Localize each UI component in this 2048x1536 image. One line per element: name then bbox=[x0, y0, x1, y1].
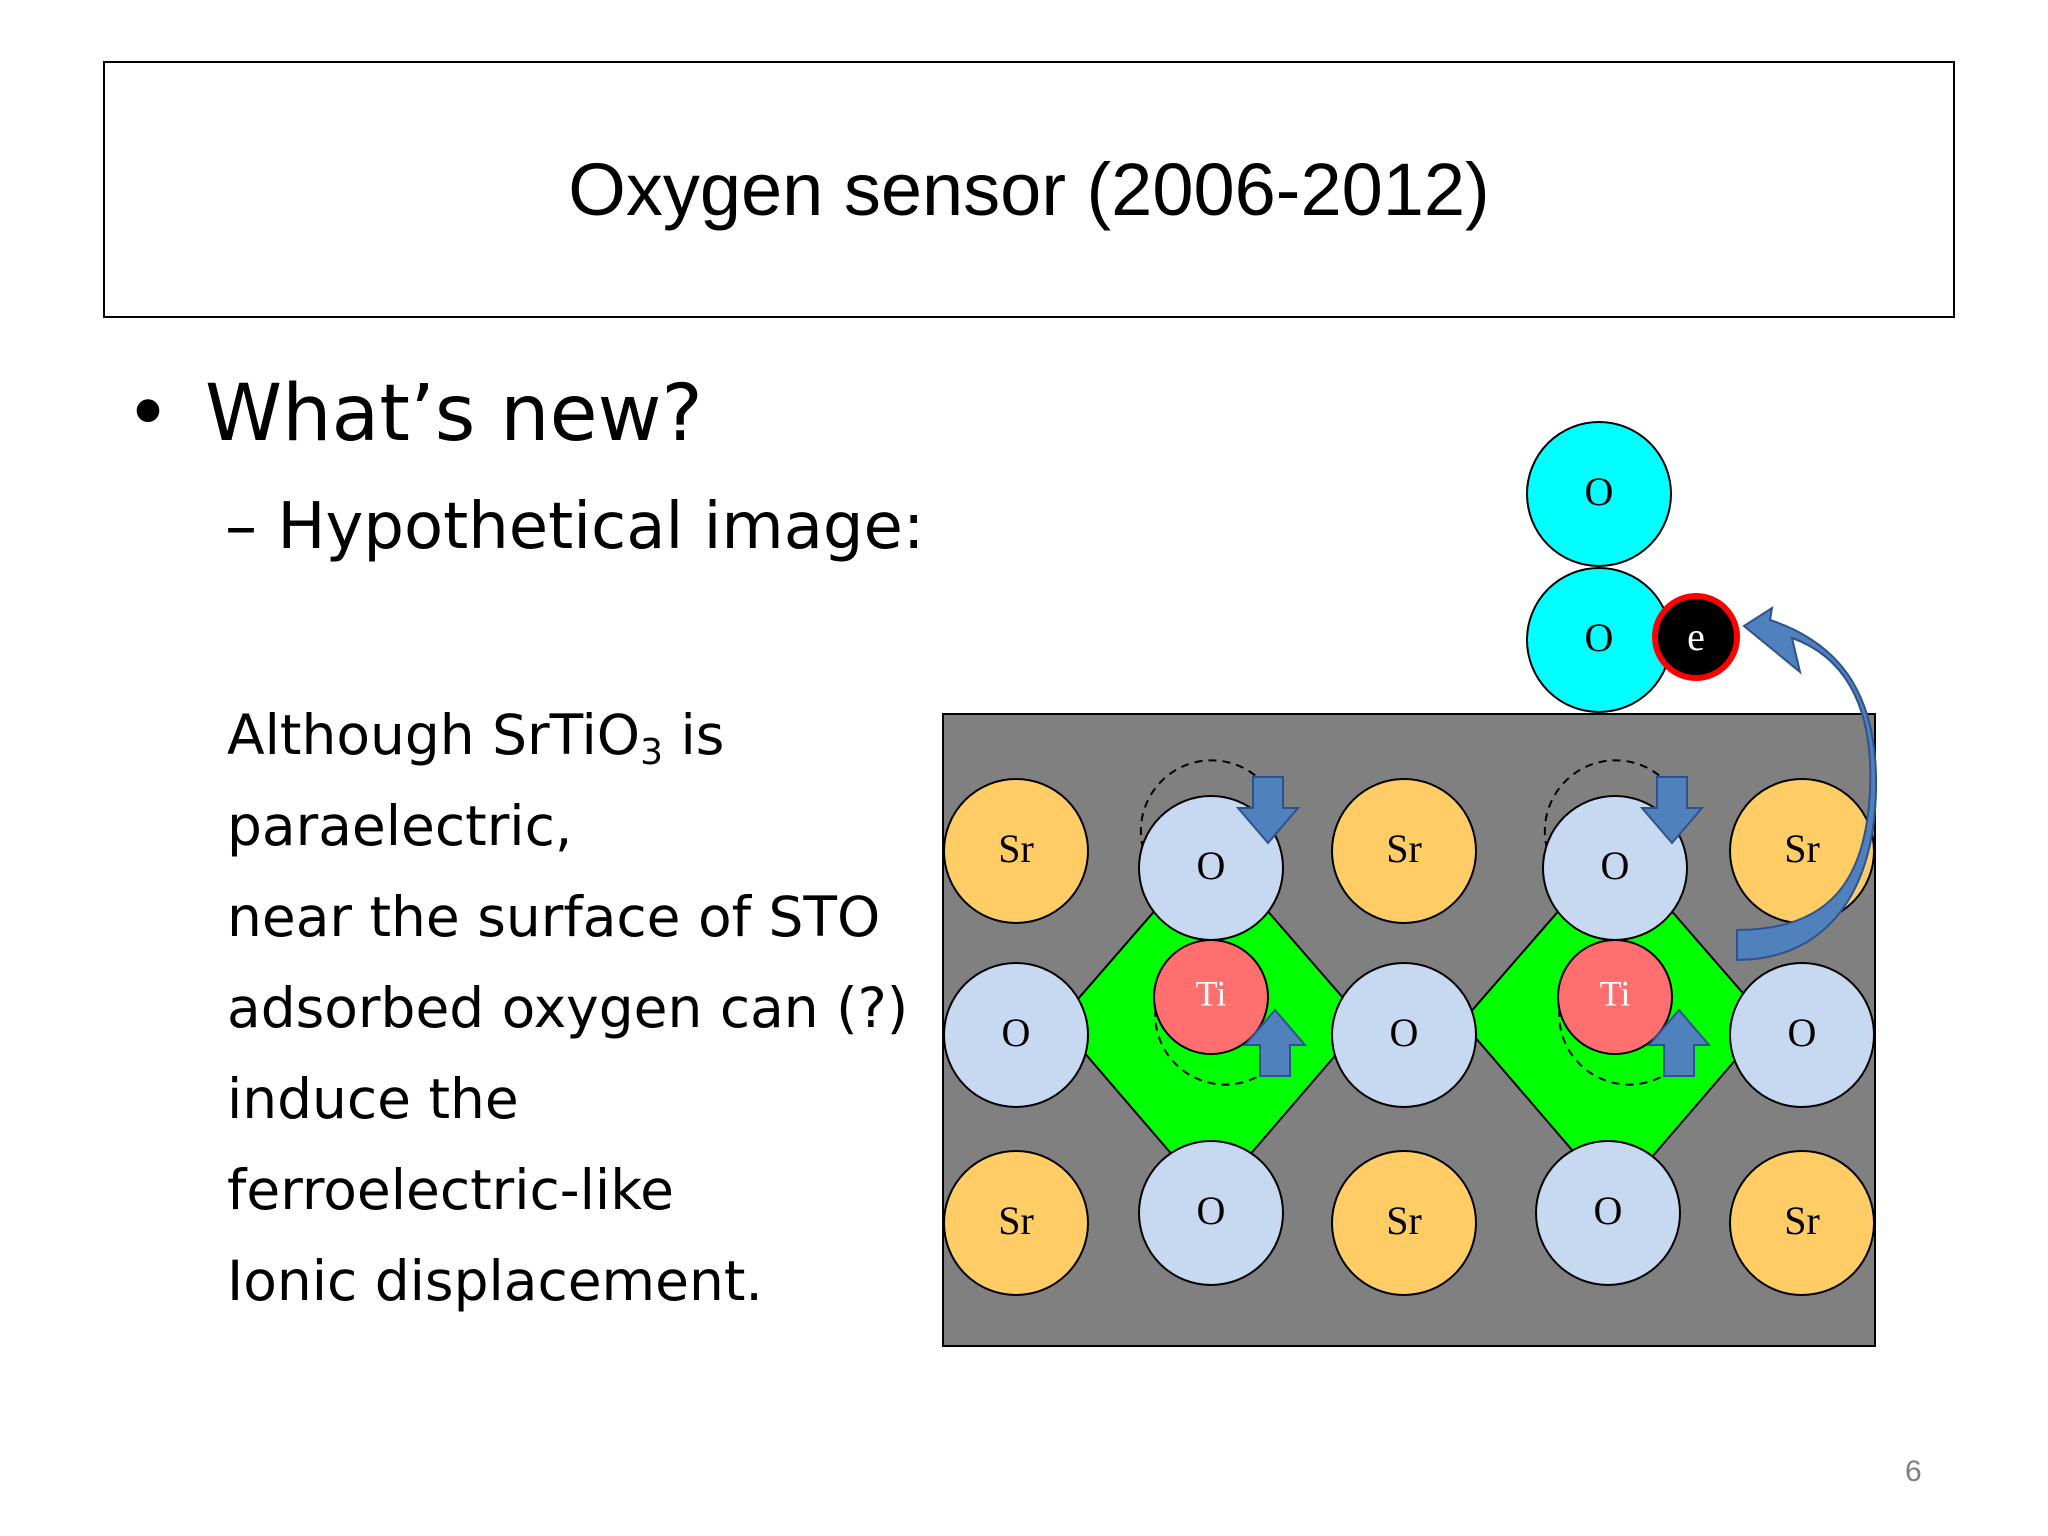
o-atom: O bbox=[1535, 1140, 1681, 1286]
rotation-path-dashed bbox=[1154, 994, 1269, 1086]
o-atom: O bbox=[943, 962, 1089, 1108]
sr-atom: Sr bbox=[1331, 778, 1477, 924]
bullet-1-text: What’s new? bbox=[205, 369, 703, 459]
ti-atom: Ti bbox=[1153, 939, 1269, 1055]
body-line-3: near the surface of STO bbox=[227, 885, 881, 949]
svg-text:Sr: Sr bbox=[998, 1198, 1034, 1243]
electron-transfer-arrow bbox=[1736, 605, 1878, 962]
sr-atom: Sr bbox=[1331, 1150, 1477, 1296]
svg-text:Ti: Ti bbox=[1196, 973, 1227, 1013]
o-atom: O bbox=[1331, 962, 1477, 1108]
svg-text:Sr: Sr bbox=[1784, 1198, 1820, 1243]
svg-text:O: O bbox=[1197, 1188, 1226, 1233]
svg-text:O: O bbox=[1390, 1010, 1419, 1055]
page-number: 6 bbox=[1905, 1455, 1922, 1488]
sr-atom: Sr bbox=[1729, 1150, 1875, 1296]
down-arrow bbox=[1639, 776, 1705, 845]
svg-text:O: O bbox=[1601, 843, 1630, 888]
rotation-path-dashed bbox=[1139, 759, 1276, 863]
rotation-path-dashed bbox=[1558, 994, 1673, 1086]
svg-text:O: O bbox=[1585, 469, 1614, 514]
o-atom-displaced: O bbox=[1138, 795, 1284, 941]
body-line-4: adsorbed oxygen can (?) bbox=[227, 976, 909, 1040]
svg-text:Sr: Sr bbox=[1386, 1198, 1422, 1243]
svg-text:e: e bbox=[1687, 614, 1705, 659]
svg-text:Sr: Sr bbox=[998, 826, 1034, 871]
bullet-whats-new: •What’s new? bbox=[125, 375, 703, 453]
o-atom: O bbox=[1729, 962, 1875, 1108]
adsorbed-o-atom: O bbox=[1526, 421, 1672, 567]
ti-atom: Ti bbox=[1557, 939, 1673, 1055]
o-atom-displaced: O bbox=[1542, 795, 1688, 941]
body-line-1-sub: 3 bbox=[640, 732, 663, 773]
body-line-2: paraelectric, bbox=[227, 794, 573, 858]
sub-bullet-hypothetical: – Hypothetical image: bbox=[225, 490, 925, 564]
o-atom: O bbox=[1138, 1140, 1284, 1286]
body-line-1-pre: Although SrTiO bbox=[227, 703, 641, 767]
body-line-7: Ionic displacement. bbox=[227, 1249, 763, 1313]
down-arrow bbox=[1235, 776, 1301, 845]
body-line-6: ferroelectric-like bbox=[227, 1158, 674, 1222]
bullet-dot: • bbox=[125, 369, 172, 459]
body-line-1: Although SrTiO3 is bbox=[227, 690, 927, 781]
svg-text:O: O bbox=[1585, 615, 1614, 660]
up-arrow bbox=[1646, 1008, 1712, 1077]
sr-atom: Sr bbox=[943, 778, 1089, 924]
svg-text:O: O bbox=[1788, 1010, 1817, 1055]
body-line-1-post: is bbox=[663, 703, 725, 767]
sr-atom: Sr bbox=[943, 1150, 1089, 1296]
up-arrow bbox=[1242, 1008, 1308, 1077]
svg-text:O: O bbox=[1002, 1010, 1031, 1055]
sr-atom: Sr bbox=[1729, 778, 1875, 924]
adsorbed-o-atom: O bbox=[1526, 567, 1672, 713]
svg-text:Sr: Sr bbox=[1784, 826, 1820, 871]
svg-text:O: O bbox=[1594, 1188, 1623, 1233]
electron: e bbox=[1652, 593, 1740, 681]
body-line-5: induce the bbox=[227, 1067, 519, 1131]
rotation-path-dashed bbox=[1543, 759, 1680, 863]
svg-text:Sr: Sr bbox=[1386, 826, 1422, 871]
body-text: Although SrTiO3 is paraelectric, near th… bbox=[227, 690, 927, 1327]
svg-text:Ti: Ti bbox=[1600, 973, 1631, 1013]
svg-text:O: O bbox=[1197, 843, 1226, 888]
title-box: Oxygen sensor (2006-2012) bbox=[103, 61, 1955, 318]
slide-title: Oxygen sensor (2006-2012) bbox=[568, 147, 1490, 231]
